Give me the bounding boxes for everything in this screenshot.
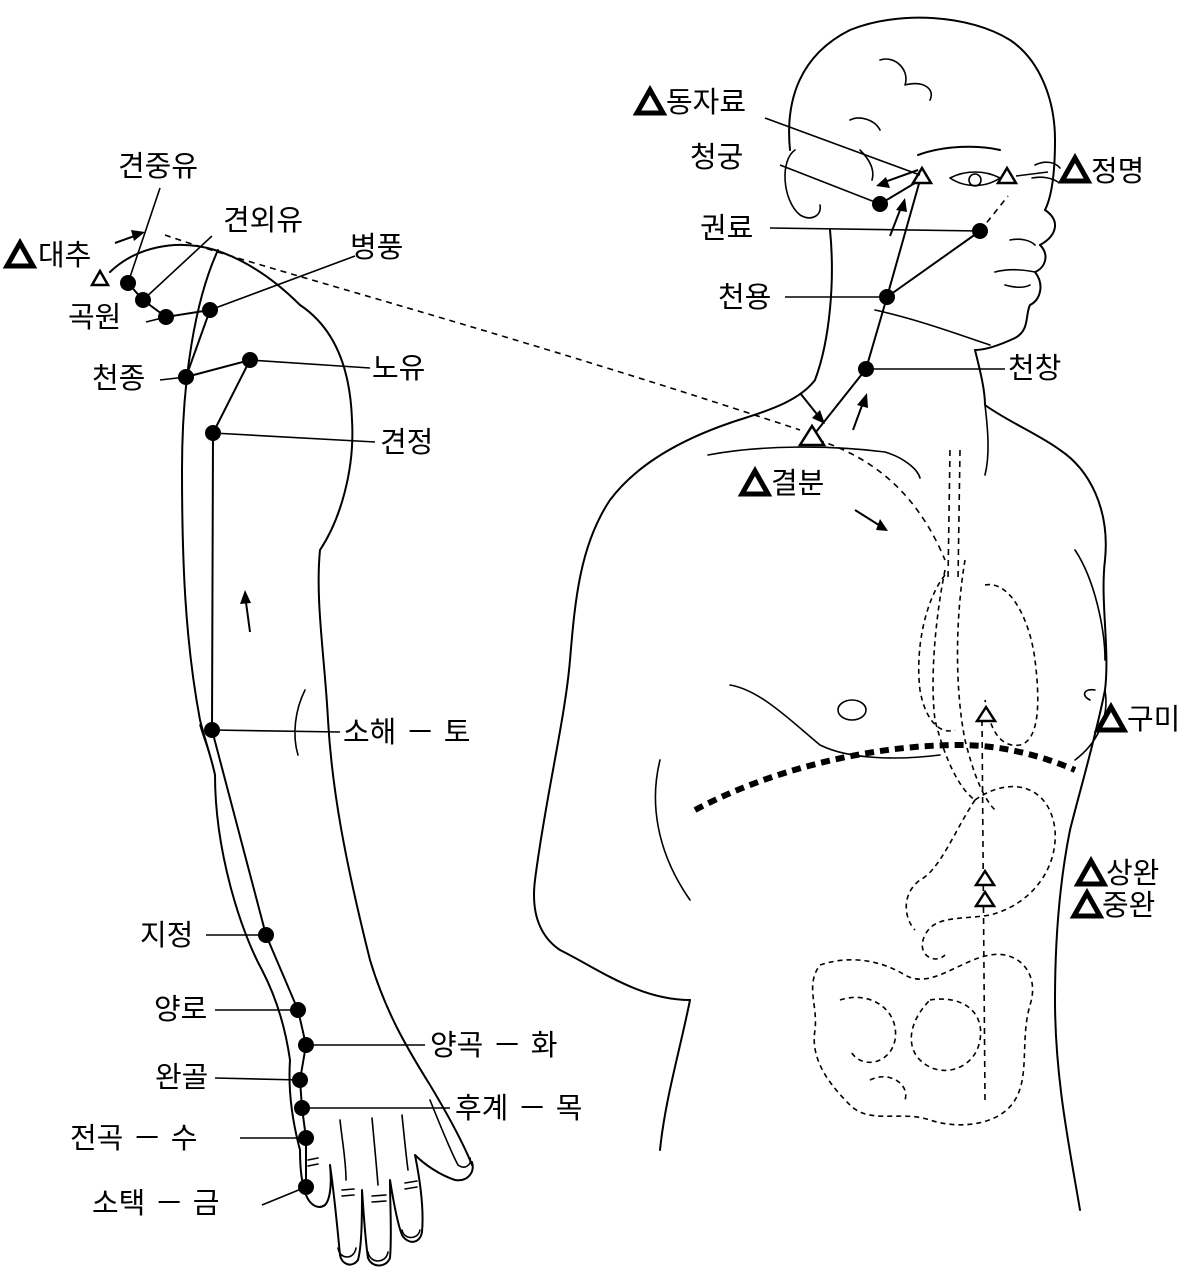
nail-3 xyxy=(401,1229,421,1239)
label-jeongok: 전곡 － 수 xyxy=(70,1121,197,1155)
label-byeongpung: 병풍 xyxy=(350,230,403,264)
diaphragm-line xyxy=(693,741,1077,813)
intestines xyxy=(811,953,1034,1126)
arm-figure xyxy=(89,187,801,1267)
arm-front-outline xyxy=(181,249,291,1061)
label-cheonchang: 천창 xyxy=(1008,351,1061,385)
torso-leader-lines xyxy=(764,117,1049,370)
reference-point-gyeolbun-marker[interactable] xyxy=(797,423,827,447)
sternum-lines xyxy=(947,449,961,581)
head-outline xyxy=(788,16,1056,246)
lung-right xyxy=(984,583,1039,747)
eyebrow xyxy=(917,145,1001,156)
label-jungwan: 중완 xyxy=(1102,888,1155,922)
reference-point-sangwan-marker[interactable] xyxy=(973,868,997,887)
knuckle-lines xyxy=(339,1114,409,1186)
nipple-right xyxy=(1083,688,1096,701)
lung-left xyxy=(917,574,956,732)
label-gyeonjeong: 견정 xyxy=(380,425,433,459)
nose-mouth xyxy=(994,238,1036,289)
reference-point-jeongmyeong-marker[interactable] xyxy=(995,165,1019,185)
gyeolbun-label-icon xyxy=(737,465,773,497)
label-cheonggung: 청궁 xyxy=(690,140,743,174)
ear xyxy=(784,149,822,219)
daechu-label-icon xyxy=(2,237,38,269)
arm-leader-lines xyxy=(127,187,450,1206)
label-yanggok: 양곡 － 화 xyxy=(430,1028,557,1062)
arm-crease-left xyxy=(654,759,691,901)
label-gyeonjungyu: 견중유 xyxy=(118,149,198,183)
reference-point-jungwan-marker[interactable] xyxy=(973,889,997,908)
stomach xyxy=(905,785,1056,960)
torso-right xyxy=(1054,449,1108,1211)
nail-2 xyxy=(367,1251,389,1262)
nipple-left xyxy=(837,699,867,721)
finger-creases xyxy=(307,1157,418,1203)
label-daechu: 대추 xyxy=(38,238,91,272)
label-jeongmyeong: 정명 xyxy=(1091,154,1144,188)
eye-pupil xyxy=(968,173,982,187)
label-sohae: 소해 － 토 xyxy=(343,715,470,749)
midline xyxy=(981,719,986,1101)
label-gogwon: 곡원 xyxy=(68,300,121,334)
label-cheonjong: 천종 xyxy=(92,361,145,395)
label-gumi: 구미 xyxy=(1127,702,1180,736)
jungwan-label-icon xyxy=(1069,887,1105,919)
hand-outline xyxy=(288,1059,474,1267)
neck-meridian-line xyxy=(811,296,888,438)
label-noyu: 노유 xyxy=(372,351,425,385)
labels: 견중유 견외유 대추 병풍 곡원 천종 노유 견정 소해 － 토 지정 양로 양… xyxy=(38,85,1180,1220)
face-profile xyxy=(974,244,1047,351)
label-gyeonoeyu: 견외유 xyxy=(223,203,303,237)
sangwan-label-icon xyxy=(1073,855,1109,887)
jeongmyeong-label-icon xyxy=(1057,152,1093,184)
neck-muscle xyxy=(874,309,991,346)
label-jijeong: 지정 xyxy=(140,918,193,952)
torso-left-lower xyxy=(659,999,691,1151)
reference-point-dongjaryo-marker[interactable] xyxy=(910,165,934,185)
label-gyeolbun: 결분 xyxy=(771,466,824,500)
hair-detail xyxy=(849,58,932,181)
clavicle-right xyxy=(984,404,989,476)
dongjaryo-label-icon xyxy=(632,84,668,116)
reference-point-gumi-marker[interactable] xyxy=(974,704,998,723)
elbow-inner xyxy=(199,724,216,776)
label-sotaek: 소택 － 금 xyxy=(92,1186,219,1220)
label-wangol: 완골 xyxy=(155,1060,208,1094)
eye-right xyxy=(1031,161,1061,183)
label-gwollyo: 권료 xyxy=(700,211,753,245)
gumi-label-icon xyxy=(1093,701,1129,733)
label-dongjaryo: 동자료 xyxy=(666,85,746,119)
connector-to-gyeolbun xyxy=(164,234,801,431)
face-dash xyxy=(979,195,1009,232)
chest-dash xyxy=(817,439,946,561)
esophagus xyxy=(932,559,996,811)
shoulder-cap-right xyxy=(1074,549,1106,661)
torso-left xyxy=(533,417,746,1001)
label-hugye: 후계 － 목 xyxy=(455,1091,582,1125)
torso-figure xyxy=(2,16,1129,1211)
arm-arrows xyxy=(114,230,251,633)
reference-point-daechu-marker[interactable] xyxy=(89,268,111,287)
neck-left xyxy=(744,229,833,419)
label-cheonyong: 천용 xyxy=(718,280,771,314)
thumb-outline xyxy=(429,1099,472,1168)
pectoral-line xyxy=(729,684,941,759)
shoulder-outline xyxy=(109,243,473,1166)
clavicle-left xyxy=(707,446,921,479)
face-meridian-line xyxy=(879,177,981,300)
nail-1 xyxy=(337,1247,357,1258)
elbow-crease xyxy=(294,689,306,756)
label-yangno: 양로 xyxy=(154,992,207,1026)
label-sangwan: 상완 xyxy=(1106,856,1159,890)
